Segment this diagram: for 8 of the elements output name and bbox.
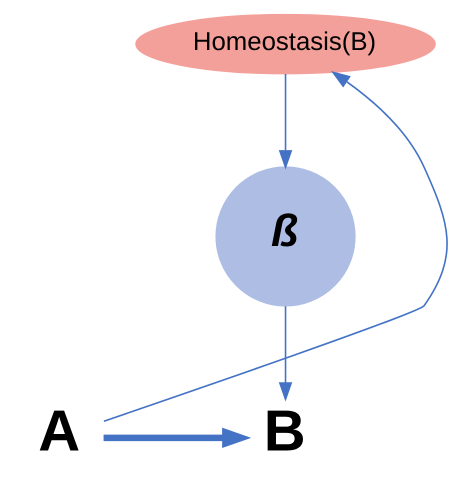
arrow [103,428,251,448]
node-text: A [38,398,80,464]
node-text: B [263,398,306,464]
arrow [103,70,448,422]
node-ellipse: Homeostasis(B) [134,14,436,74]
arrow [278,306,292,402]
arrow [278,74,292,170]
node-circle: ß [214,166,356,307]
